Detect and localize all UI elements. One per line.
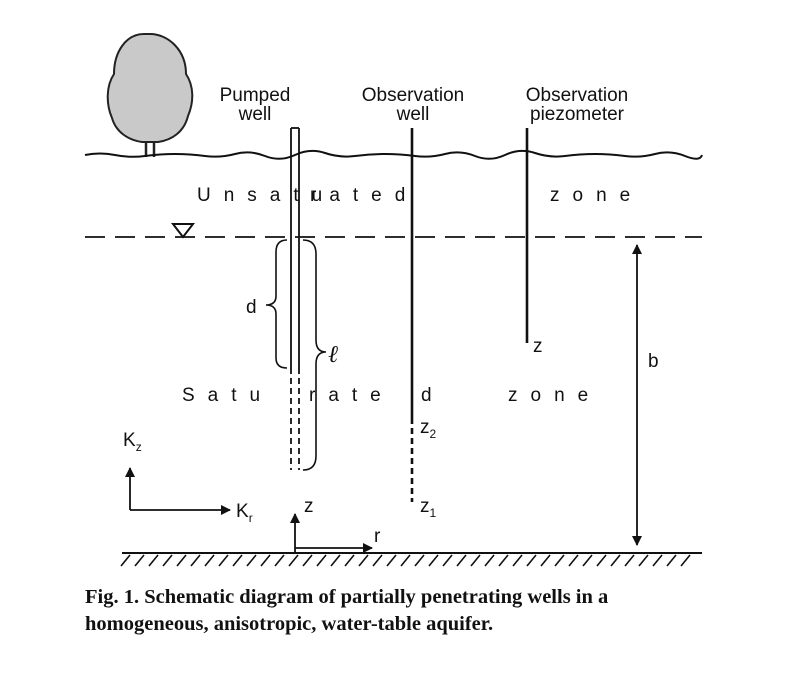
label-axis-r: r — [374, 526, 381, 547]
hatch-mark — [540, 554, 551, 567]
label-kr: Kr — [236, 501, 253, 525]
saturated-zone-label-a: Satu — [182, 385, 273, 406]
hatch-mark — [302, 554, 313, 567]
label-axis-z: z — [304, 496, 314, 517]
tree-icon — [106, 33, 194, 157]
label-ell: ℓ — [328, 342, 338, 368]
hatch-mark — [680, 554, 691, 567]
hatch-mark — [120, 554, 131, 567]
hatch-mark — [652, 554, 663, 567]
hatch-mark — [218, 554, 229, 567]
unsaturated-zone-label-b: rated — [310, 185, 418, 206]
hatch-mark — [484, 554, 495, 567]
hatch-mark — [456, 554, 467, 567]
observation-well-label-line2: well — [396, 104, 430, 125]
pumped-well — [290, 127, 300, 470]
hatch-mark — [624, 554, 635, 567]
hatch-mark — [610, 554, 621, 567]
hatch-mark — [386, 554, 397, 567]
hatch-mark — [288, 554, 299, 567]
brace-ell — [302, 239, 327, 471]
hatch-mark — [316, 554, 327, 567]
hatch-mark — [638, 554, 649, 567]
saturated-zone-label-c: d — [421, 385, 445, 406]
hatch-mark — [330, 554, 341, 567]
caption-line2: homogeneous, anisotropic, water-table aq… — [85, 613, 494, 635]
label-d: d — [246, 297, 257, 318]
observation-well-label-line1: Observation — [362, 85, 464, 106]
caption-line1: Fig. 1. Schematic diagram of partially p… — [85, 586, 609, 608]
hatch-mark — [428, 554, 439, 567]
hatch-mark — [400, 554, 411, 567]
figure-caption: Fig. 1. Schematic diagram of partially p… — [85, 584, 765, 638]
hatch-mark — [372, 554, 383, 567]
aquifer-base-hatching — [120, 554, 691, 567]
hatch-mark — [358, 554, 369, 567]
hatch-mark — [260, 554, 271, 567]
hatch-mark — [442, 554, 453, 567]
hatch-mark — [470, 554, 481, 567]
hatch-mark — [344, 554, 355, 567]
label-z1: z1 — [420, 496, 437, 520]
hatch-mark — [526, 554, 537, 567]
label-piezometer-z: z — [533, 336, 543, 357]
label-b: b — [648, 351, 659, 372]
brace-d — [265, 239, 288, 369]
hatch-mark — [148, 554, 159, 567]
hatch-mark — [274, 554, 285, 567]
hatch-mark — [666, 554, 677, 567]
hatch-mark — [596, 554, 607, 567]
piezometer-label-line1: Observation — [526, 85, 628, 106]
label-z2: z2 — [420, 417, 437, 441]
hatch-mark — [498, 554, 509, 567]
hatch-mark — [134, 554, 145, 567]
hatch-mark — [176, 554, 187, 567]
water-table-triangle-icon — [170, 223, 196, 239]
unsaturated-zone-label-a: Unsatu — [197, 185, 335, 206]
hatch-mark — [246, 554, 257, 567]
hatch-mark — [190, 554, 201, 567]
saturated-zone-label-d: zone — [508, 385, 601, 406]
pumped-well-label-line2: well — [238, 104, 272, 125]
saturated-zone-label-b: rate — [309, 385, 394, 406]
hatch-mark — [554, 554, 565, 567]
hatch-mark — [568, 554, 579, 567]
hatch-mark — [582, 554, 593, 567]
unsaturated-zone-label-c: zone — [550, 185, 643, 206]
hatch-mark — [204, 554, 215, 567]
aquifer-diagram: Pumped well Observation well Observation… — [84, 33, 703, 567]
hatch-mark — [512, 554, 523, 567]
hatch-mark — [232, 554, 243, 567]
label-kz: Kz — [123, 430, 142, 454]
ground-surface-line — [84, 149, 703, 160]
piezometer-label-line2: piezometer — [530, 104, 625, 125]
hatch-mark — [414, 554, 425, 567]
hatch-mark — [162, 554, 173, 567]
pumped-well-label-line1: Pumped — [220, 85, 291, 106]
